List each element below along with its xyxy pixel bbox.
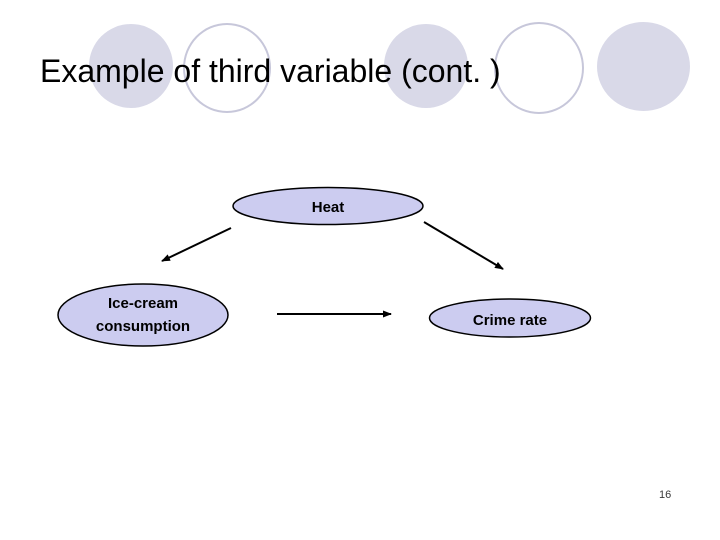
node-ellipse-ice-cream bbox=[57, 283, 229, 347]
slide-title: Example of third variable (cont. ) bbox=[40, 53, 501, 89]
arrow-heat-to-crime-rate bbox=[423, 221, 504, 270]
node-label-crime-rate: Crime rate bbox=[472, 312, 548, 329]
node-label-ice-cream: Ice-cream consumption bbox=[95, 295, 191, 335]
decorative-circle-outlined-2 bbox=[494, 22, 584, 114]
decorative-circle-filled-2 bbox=[384, 24, 468, 108]
node-ellipse-crime-rate bbox=[428, 298, 592, 338]
decorative-circle-outlined-1 bbox=[183, 23, 271, 113]
slide-number: 16 bbox=[659, 489, 672, 501]
node-ellipse-heat bbox=[232, 186, 424, 226]
arrow-heat-to-ice-cream bbox=[161, 227, 232, 262]
node-label-heat: Heat bbox=[311, 199, 345, 216]
decorative-circle-filled-1 bbox=[89, 24, 173, 108]
decorative-circle-filled-3 bbox=[597, 22, 690, 111]
